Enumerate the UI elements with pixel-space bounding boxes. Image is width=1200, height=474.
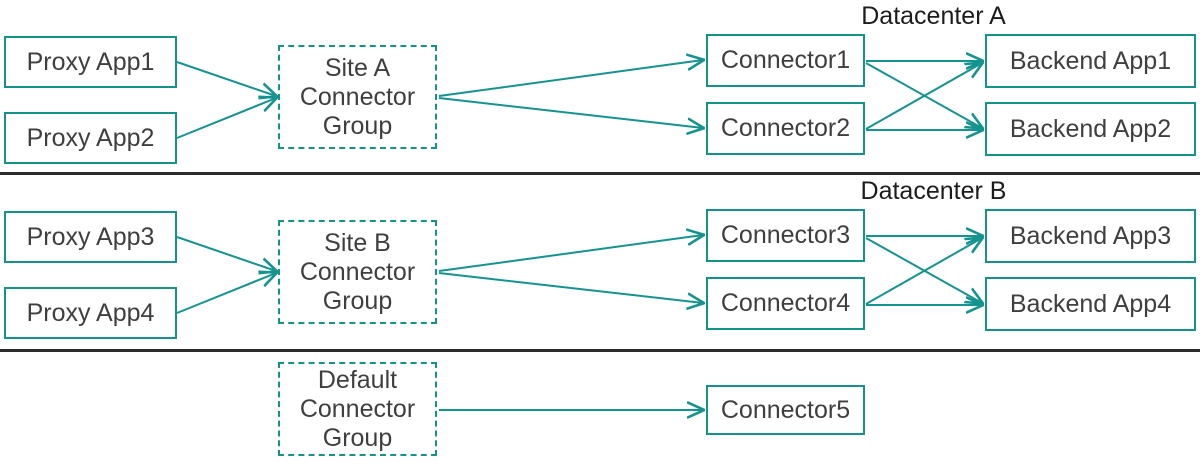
section-divider-2	[0, 349, 1200, 352]
edge-connector2-to-backend-app1	[865, 63, 982, 130]
node-backend-app3[interactable]: Backend App3	[985, 209, 1196, 263]
node-backend-app1[interactable]: Backend App1	[985, 34, 1196, 88]
edge-site-b-to-connector3	[438, 235, 703, 272]
node-connector5[interactable]: Connector5	[706, 385, 865, 435]
edge-proxy-app1-to-site-a	[176, 61, 276, 96]
zone-label-datacenter-a: Datacenter A	[861, 2, 1006, 30]
node-backend-app4[interactable]: Backend App4	[985, 277, 1196, 331]
zone-label-datacenter-b: Datacenter B	[860, 177, 1007, 205]
node-proxy-app3[interactable]: Proxy App3	[4, 211, 177, 263]
node-proxy-app1[interactable]: Proxy App1	[4, 36, 177, 88]
edge-connector1-to-backend-app2	[865, 62, 982, 128]
node-connector4[interactable]: Connector4	[706, 277, 865, 330]
node-site-b-connector-group[interactable]: Site B Connector Group	[278, 220, 437, 324]
edge-proxy-app2-to-site-a	[176, 98, 276, 139]
node-connector3[interactable]: Connector3	[706, 209, 865, 262]
edge-proxy-app4-to-site-b	[176, 273, 276, 314]
edge-proxy-app3-to-site-b	[176, 236, 276, 271]
node-connector2[interactable]: Connector2	[706, 102, 865, 155]
edge-site-a-to-connector2	[438, 97, 703, 128]
node-default-connector-group[interactable]: Default Connector Group	[278, 362, 437, 456]
edge-site-a-to-connector1	[438, 60, 703, 97]
edge-connector4-to-backend-app3	[865, 238, 982, 305]
node-proxy-app4[interactable]: Proxy App4	[4, 287, 177, 339]
edge-connector3-to-backend-app4	[865, 237, 982, 303]
node-backend-app2[interactable]: Backend App2	[985, 102, 1196, 156]
node-connector1[interactable]: Connector1	[706, 34, 865, 87]
node-proxy-app2[interactable]: Proxy App2	[4, 112, 177, 164]
edge-site-b-to-connector4	[438, 272, 703, 303]
node-site-a-connector-group[interactable]: Site A Connector Group	[278, 45, 437, 149]
section-divider-1	[0, 172, 1200, 175]
